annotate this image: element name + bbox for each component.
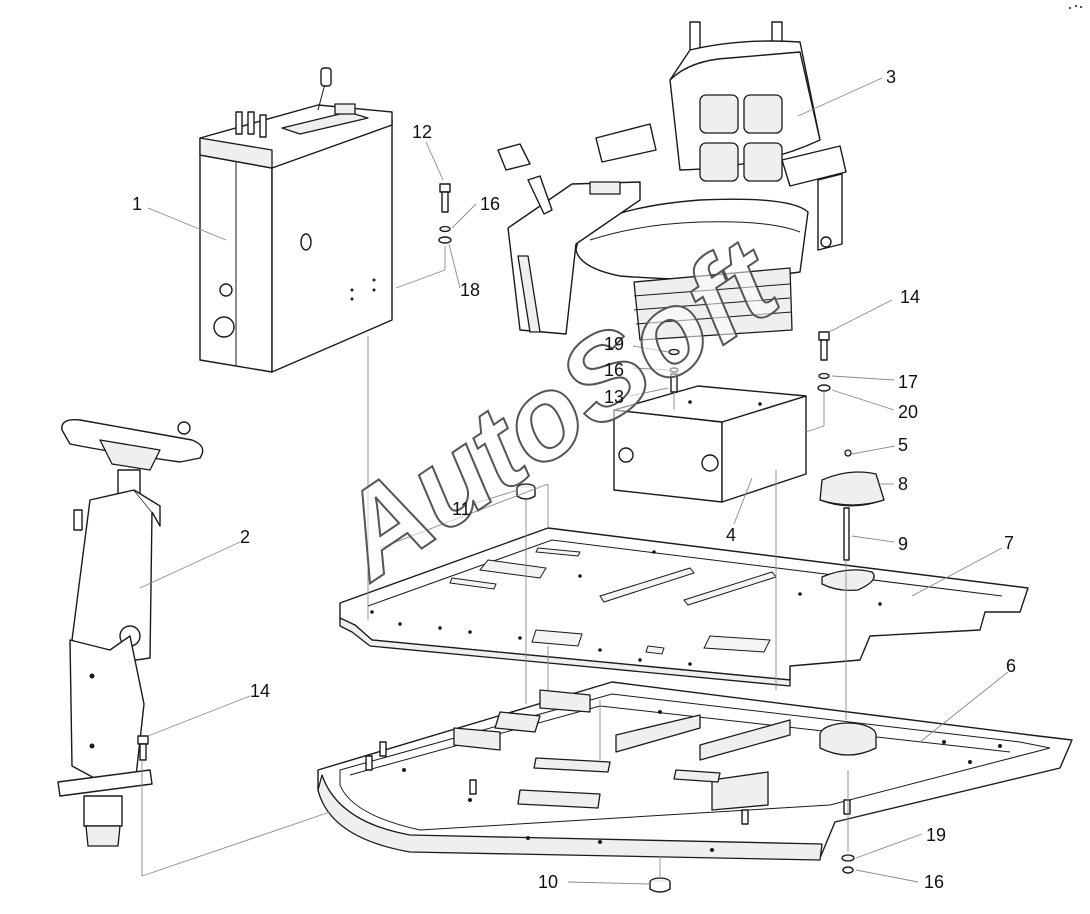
pedal-cover-8 [819, 471, 885, 507]
callout-6: 6 [1006, 656, 1016, 676]
damper-10 [649, 877, 671, 893]
base-floor-studs [365, 710, 1002, 852]
callout-4: 4 [726, 525, 736, 545]
callout-16-bottom: 16 [924, 872, 944, 892]
control-cabinet [199, 67, 393, 373]
callout-11: 11 [452, 499, 471, 519]
callout-labels: 1 2 3 4 5 6 7 8 9 10 11 12 13 14 14 16 1… [132, 67, 1016, 892]
bolt-14-right [817, 331, 831, 392]
pin-9 [843, 507, 850, 561]
callout-10: 10 [538, 872, 558, 892]
bottom-fasteners [841, 854, 855, 874]
callout-14-right: 14 [900, 287, 920, 307]
nut-5 [844, 449, 852, 457]
callout-19-bottom: 19 [926, 825, 946, 845]
steering-column [57, 419, 204, 847]
bolt-12 [438, 183, 452, 244]
callout-5: 5 [898, 435, 908, 455]
callout-20: 20 [898, 402, 918, 422]
callout-13: 13 [604, 387, 624, 407]
leader-lines [139, 77, 1009, 885]
cabinet-levers [235, 67, 356, 138]
corner-mark [1069, 5, 1082, 9]
callout-12: 12 [412, 122, 432, 142]
seat-fasteners [668, 348, 680, 393]
base-floor-frame [317, 681, 1073, 861]
callout-16-middle: 16 [604, 360, 624, 380]
callout-19-upper: 19 [604, 334, 624, 354]
bolt-14-left [137, 735, 149, 761]
callout-8: 8 [898, 474, 908, 494]
side-console [497, 143, 641, 335]
callout-7: 7 [1004, 533, 1014, 553]
callout-14-left: 14 [250, 681, 270, 701]
callout-18: 18 [460, 280, 480, 300]
callout-16-upper: 16 [480, 194, 500, 214]
operator-seat [575, 21, 847, 341]
floor-plate-holes [370, 550, 882, 666]
callout-3: 3 [886, 67, 896, 87]
callout-9: 9 [898, 534, 908, 554]
callout-2: 2 [240, 527, 250, 547]
floor-plate [339, 527, 1029, 687]
callout-1: 1 [132, 194, 142, 214]
seat-pedestal-box [613, 385, 807, 503]
callout-17: 17 [898, 372, 918, 392]
